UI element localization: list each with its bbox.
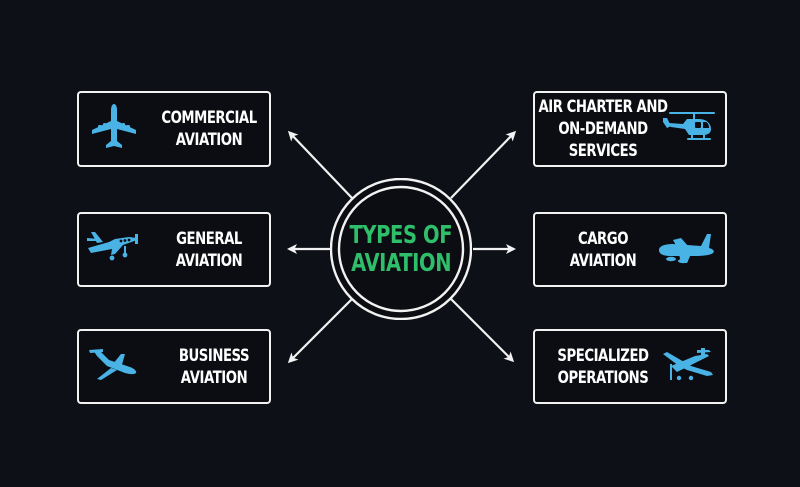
helicopter-icon (661, 110, 717, 148)
node-label: COMMERCIAL AVIATION (161, 93, 257, 165)
node-commercial-aviation[interactable]: COMMERCIAL AVIATION (77, 91, 271, 167)
label-line: BUSINESS (178, 345, 250, 366)
arrow-to-business (287, 298, 353, 364)
label-line: GENERAL (176, 228, 242, 249)
node-label: SPECIALIZED OPERATIONS (550, 331, 656, 402)
label-line: SERVICES (568, 141, 638, 161)
center-hub: TYPES OF AVIATION (330, 178, 472, 320)
center-title-line-1: TYPES OF (349, 220, 453, 249)
node-label: BUSINESS AVIATION (167, 331, 261, 402)
label-line: AVIATION (180, 367, 248, 388)
double-ring (330, 178, 472, 320)
label-line: ON-DEMAND (558, 119, 648, 139)
airliner-top-view-icon (88, 101, 140, 157)
node-label: CARGO AVIATION (550, 214, 656, 285)
label-line: AIR CHARTER AND (538, 97, 668, 117)
label-line: AVIATION (175, 250, 243, 271)
center-title-line-2: AVIATION (350, 248, 452, 277)
label-line: OPERATIONS (557, 367, 649, 388)
node-label: AIR CHARTER AND ON-DEMAND SERVICES (538, 93, 667, 165)
label-line: AVIATION (175, 130, 243, 150)
center-title: TYPES OF AVIATION (330, 178, 472, 320)
arrow-to-charter (450, 130, 517, 199)
cargo-jet-icon (657, 228, 717, 272)
arrow-to-specialized (450, 298, 515, 363)
node-air-charter-services[interactable]: AIR CHARTER AND ON-DEMAND SERVICES (533, 91, 727, 167)
business-jet-icon (87, 344, 143, 390)
label-line: AVIATION (569, 250, 637, 271)
label-line: CARGO (577, 228, 629, 249)
label-line: SPECIALIZED (557, 345, 649, 366)
arrow-to-commercial (287, 130, 353, 199)
node-general-aviation[interactable]: GENERAL AVIATION (77, 212, 271, 287)
node-label: GENERAL AVIATION (162, 214, 256, 285)
node-cargo-aviation[interactable]: CARGO AVIATION (533, 212, 727, 287)
small-propeller-plane-icon (85, 228, 141, 272)
node-business-aviation[interactable]: BUSINESS AVIATION (77, 329, 271, 404)
node-specialized-operations[interactable]: SPECIALIZED OPERATIONS (533, 329, 727, 404)
label-line: COMMERCIAL (161, 108, 257, 128)
utility-plane-icon (661, 344, 717, 390)
